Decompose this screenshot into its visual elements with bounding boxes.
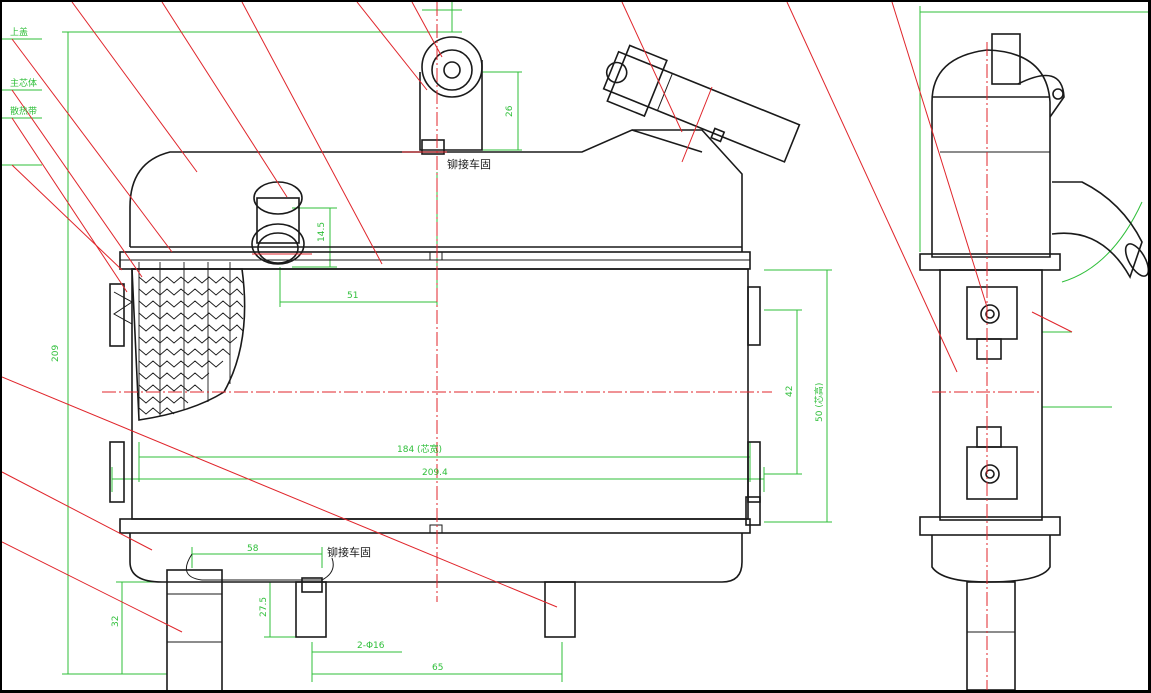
dim-small-pipe-diameter: 2-Φ16: [357, 641, 385, 651]
dim-center-label: 184 (芯宽): [397, 443, 442, 455]
fin-pattern: [138, 262, 244, 420]
weld-note-top: 铆接车固: [447, 157, 491, 171]
dim-bottom-width: 58: [247, 544, 259, 554]
annotation-texts: 铆接车固 铆接车固 上盖 主芯体 散热带: [10, 26, 491, 559]
dimension-texts: 209 26 14.5 51 184 (芯宽) 209.4 42 50 (芯高)…: [51, 105, 825, 673]
dim-bottom-offset: 65: [432, 663, 443, 673]
dim-core-width: 209.4: [422, 468, 448, 478]
center-and-leader-lines: [2, 2, 1073, 690]
dimension-lines: [2, 2, 1148, 682]
callout-upper-1: 上盖: [10, 26, 28, 38]
dim-small-pipe-height: 27.5: [259, 597, 269, 617]
front-view: [109, 36, 801, 690]
callout-upper-3: 散热带: [10, 105, 37, 117]
dim-side-height: 42: [785, 386, 795, 397]
callout-upper-2: 主芯体: [10, 77, 37, 89]
dim-pipe-height: 14.5: [317, 222, 327, 242]
dim-pipe-offset: 51: [347, 291, 358, 301]
dim-overall-height: 209: [51, 345, 61, 362]
dim-side-height-2: 50 (芯高): [813, 383, 825, 422]
dim-neck-height: 26: [505, 105, 515, 117]
dim-bottom-pipe-height: 32: [111, 616, 121, 627]
side-view: [919, 33, 1148, 690]
weld-note-bottom: 铆接车固: [327, 545, 371, 559]
